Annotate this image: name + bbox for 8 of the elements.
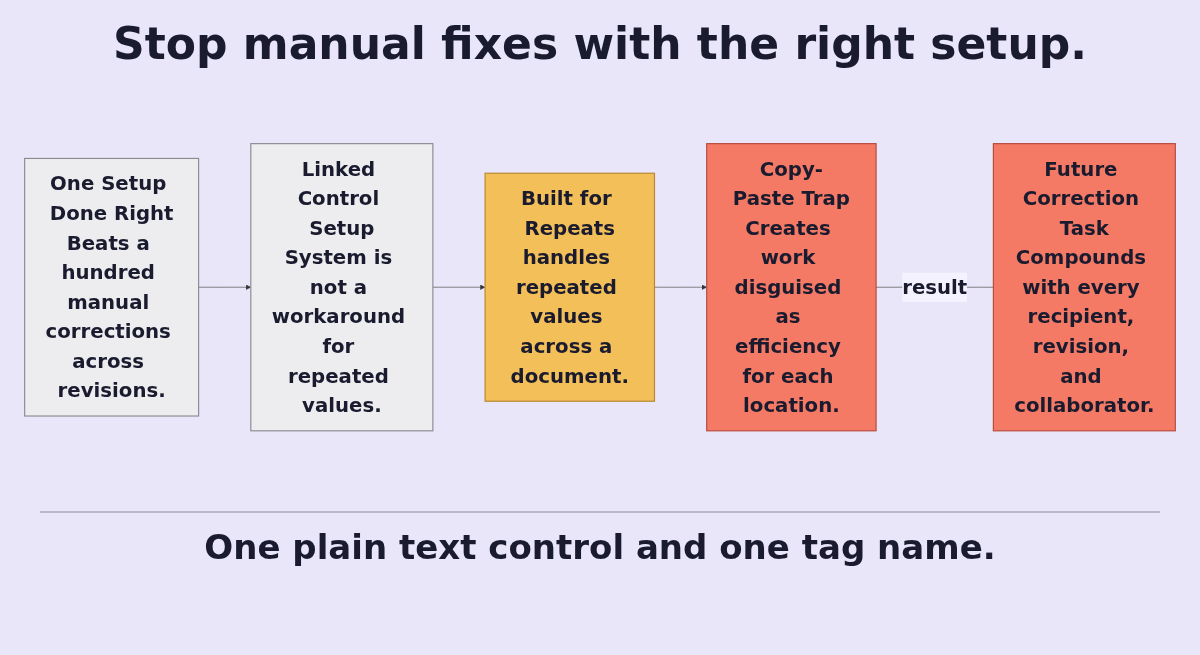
node-box: Linked Control Setup System is not a workaround for repeated values.	[250, 142, 434, 432]
caption: One plain text control and one tag name.	[203, 527, 997, 567]
node-box: Built for Repeats handles repeated values across a document.	[484, 172, 656, 402]
node-box: Copy-Paste Trap Creates work disguised as efficiency for each location.	[706, 142, 877, 432]
node-box: One Setup Done Right Beats a hundred manual corrections across revisions.	[24, 157, 200, 417]
edge-label: result	[902, 275, 968, 299]
node-box: Future Correction Task Compounds with every recipient, revision, and collaborator.	[992, 142, 1176, 432]
title: Stop manual fixes with the right setup.	[112, 18, 1088, 69]
